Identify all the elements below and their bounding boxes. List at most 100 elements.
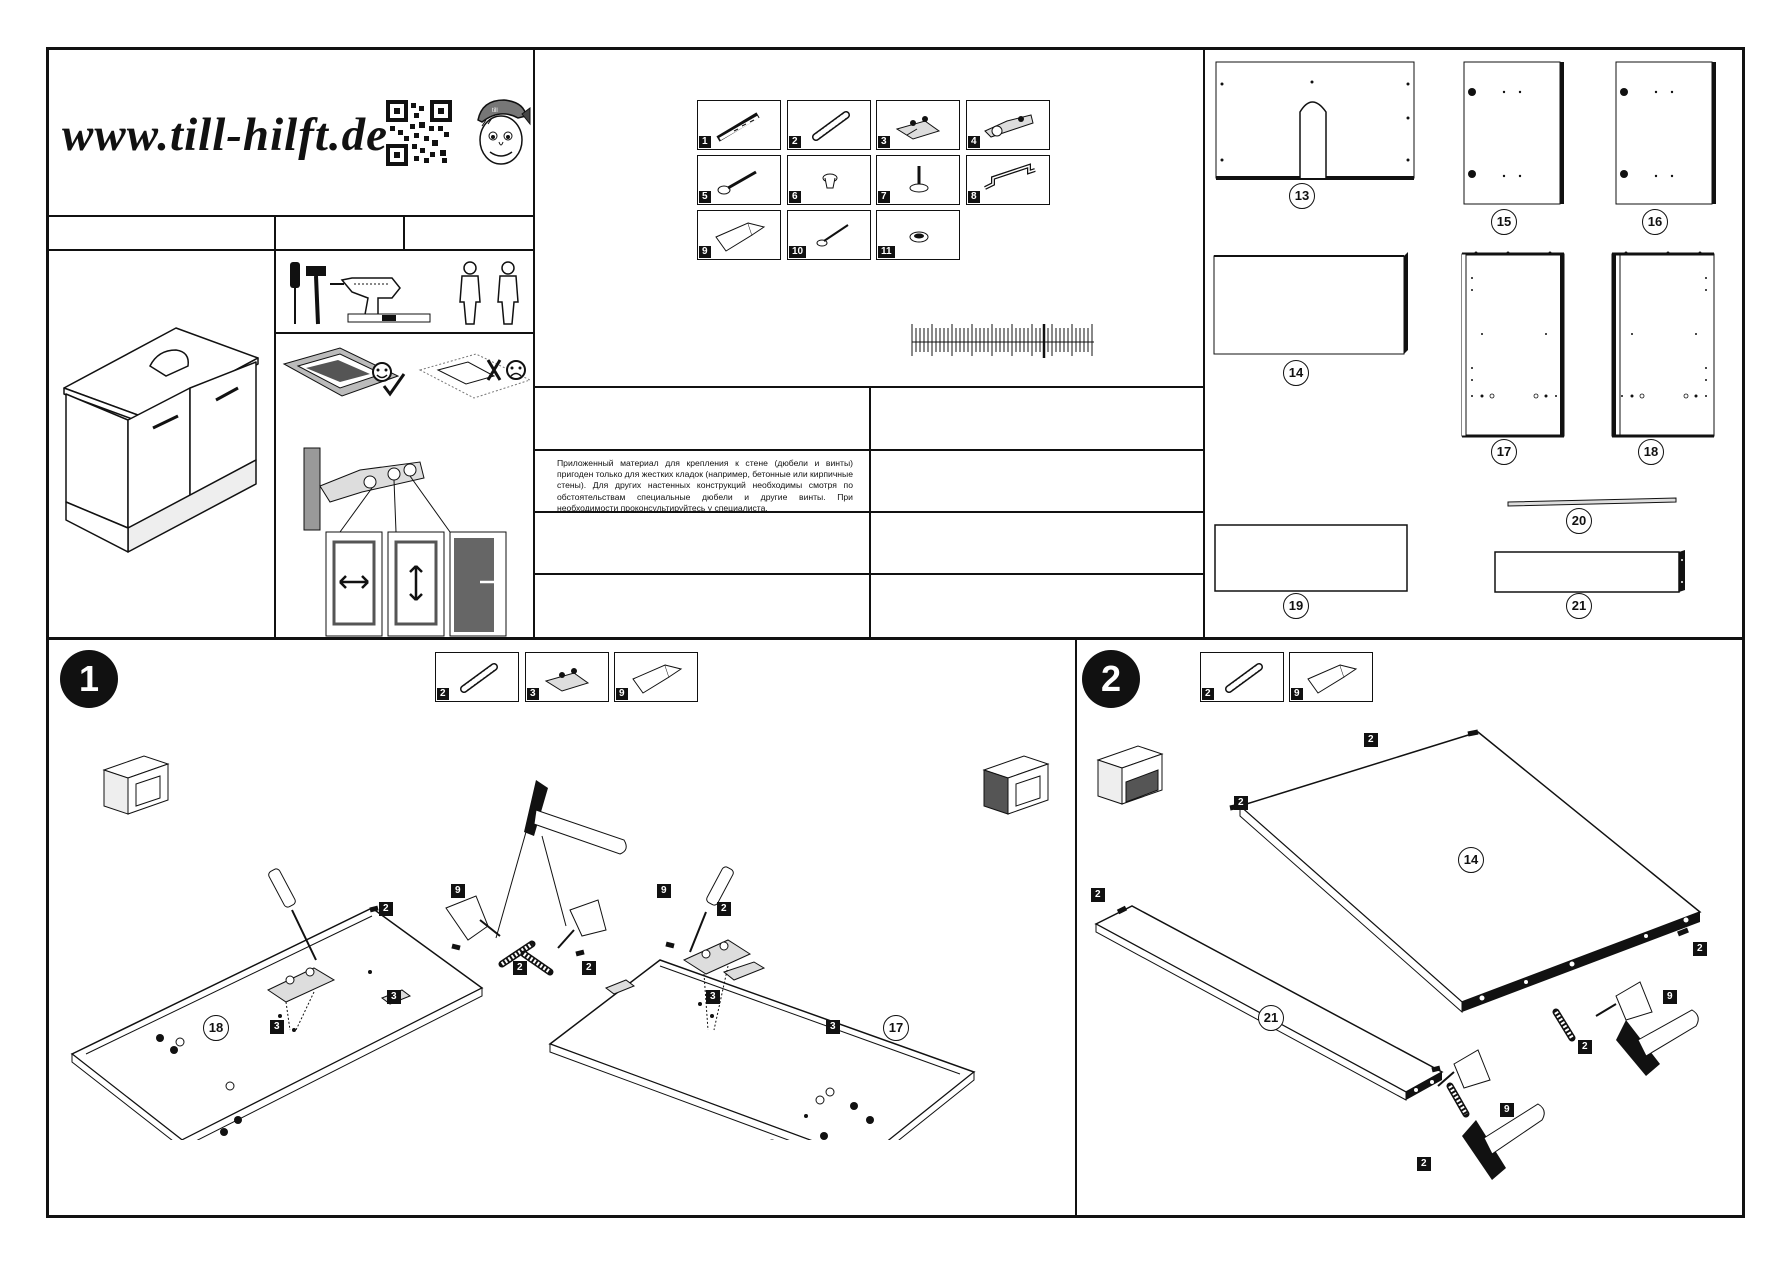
panel-18-drawing (1611, 251, 1715, 438)
panel-label-17: 17 (883, 1015, 909, 1041)
cabinet-overview-illustration (63, 327, 259, 553)
sad-face-icon (506, 360, 526, 380)
callout-part-3: 3 (387, 990, 401, 1004)
screwdriver-icon (290, 262, 300, 324)
callout-part-2: 2 (582, 961, 596, 975)
part-4: 4 (966, 100, 1050, 150)
wall-mount-note: Приложенный материал для крепления к сте… (557, 458, 853, 513)
callout-part-2: 2 (513, 961, 527, 975)
callout-part-9: 9 (451, 884, 465, 898)
level-icon (347, 313, 431, 323)
glue-bottle-icon (557, 899, 607, 949)
part-1: 1 (697, 100, 781, 150)
callout-part-2: 2 (1417, 1157, 1431, 1171)
callout-part-2: 2 (379, 902, 393, 916)
measuring-ruler (911, 324, 1094, 358)
divider (1203, 47, 1205, 640)
step-1-part-3: 3 (525, 652, 609, 702)
mini-cabinet-right-icon (982, 755, 1050, 815)
panel-13-drawing (1215, 61, 1415, 180)
callout-part-2: 2 (1234, 796, 1248, 810)
tools-row (290, 261, 519, 325)
screwdriver-icon (268, 868, 317, 961)
callout-part-9: 9 (657, 884, 671, 898)
panel-label-18: 18 (203, 1015, 229, 1041)
panel-16-drawing (1615, 61, 1716, 205)
hammer-icon (1616, 1009, 1699, 1076)
divider (46, 249, 535, 251)
part-2: 2 (787, 100, 871, 150)
callout-part-3: 3 (270, 1020, 284, 1034)
part-10: 10 (787, 210, 871, 260)
happy-face-icon (372, 362, 392, 382)
callout-part-3: 3 (826, 1020, 840, 1034)
divider (533, 47, 535, 640)
glue-bottle-icon (445, 895, 501, 941)
step-2-part-2: 2 (1200, 652, 1284, 702)
part-3: 3 (876, 100, 960, 150)
callout-part-2: 2 (1693, 942, 1707, 956)
divider (869, 386, 871, 640)
hinge-adjustment-diagram (303, 447, 507, 637)
svg-text:till: till (492, 108, 498, 114)
step-2-assembly-illustration (1094, 729, 1702, 1180)
panel-label-14: 14 (1283, 360, 1309, 386)
part-9: 9 (697, 210, 781, 260)
panel-19-drawing (1214, 524, 1408, 592)
divider (274, 332, 535, 334)
qr-code-icon (386, 100, 452, 166)
panel-label-20: 20 (1566, 508, 1592, 534)
two-persons-icon (459, 261, 519, 325)
part-11: 11 (876, 210, 960, 260)
step-1-part-2: 2 (435, 652, 519, 702)
divider (46, 215, 535, 217)
part-5: 5 (697, 155, 781, 205)
step-1-badge: 1 (60, 650, 118, 708)
panel-15-drawing (1463, 61, 1564, 205)
panel-label-13: 13 (1289, 183, 1315, 209)
panel-label-21: 21 (1258, 1005, 1284, 1031)
panel-label-15: 15 (1491, 209, 1517, 235)
panel-label-19: 19 (1283, 593, 1309, 619)
step-2-badge: 2 (1082, 650, 1140, 708)
step-1-part-9: 9 (614, 652, 698, 702)
panel-21-drawing (1494, 550, 1685, 593)
hammer-icon (306, 266, 326, 325)
callout-part-2: 2 (1364, 733, 1378, 747)
divider (403, 215, 405, 249)
step-1-assembly-illustration (70, 755, 1050, 1140)
mascot-face-icon: till (477, 99, 531, 165)
divider (1075, 637, 1077, 1218)
callout-part-3: 3 (706, 990, 720, 1004)
glue-bottle-icon (1437, 1049, 1491, 1089)
panel-label-14: 14 (1458, 847, 1484, 873)
callout-part-2: 2 (1578, 1040, 1592, 1054)
hammer-icon (1462, 1103, 1545, 1180)
part-6: 6 (787, 155, 871, 205)
panel-label-16: 16 (1642, 209, 1668, 235)
mini-cabinet-left-icon (102, 755, 170, 815)
cross-icon (486, 359, 502, 381)
screwdriver-icon (689, 866, 734, 953)
panel-label-21: 21 (1566, 593, 1592, 619)
step-2-part-9: 9 (1289, 652, 1373, 702)
panel-17-drawing (1461, 251, 1565, 438)
divider (274, 215, 276, 640)
callout-part-2: 2 (717, 902, 731, 916)
panel-label-18: 18 (1638, 439, 1664, 465)
part-7: 7 (876, 155, 960, 205)
website-logo[interactable]: www.till-hilft.de (62, 109, 389, 161)
drill-icon (330, 277, 401, 321)
part-8: 8 (966, 155, 1050, 205)
callout-part-2: 2 (1091, 888, 1105, 902)
panel-14-drawing (1213, 252, 1408, 355)
callout-part-9: 9 (1663, 990, 1677, 1004)
glue-bottle-icon (1595, 981, 1653, 1021)
work-surface-hint (282, 347, 530, 399)
callout-part-9: 9 (1500, 1103, 1514, 1117)
panel-20-drawing (1507, 497, 1677, 507)
hammer-icon (524, 780, 627, 855)
panel-label-17: 17 (1491, 439, 1517, 465)
bottom-section-frame (46, 637, 1745, 1218)
mini-cabinet-icon (1096, 745, 1164, 805)
